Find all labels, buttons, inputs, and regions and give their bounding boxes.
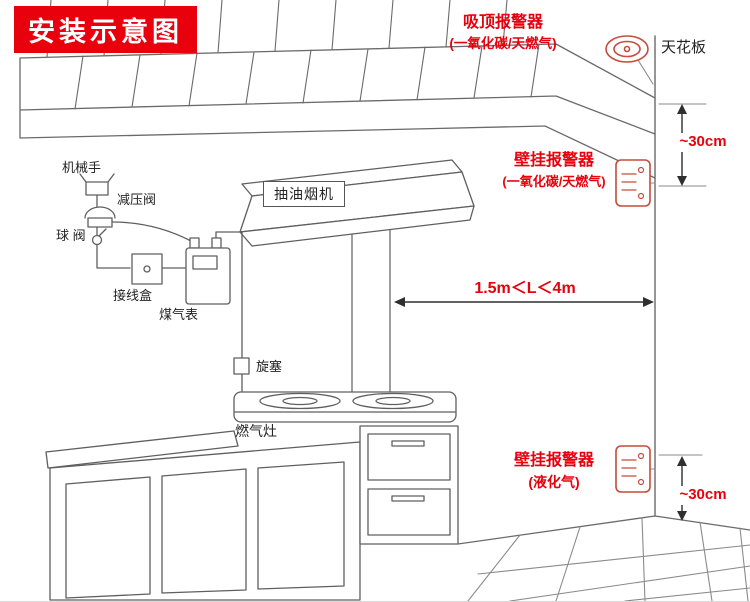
plug-valve-label: 旋塞 — [256, 359, 283, 374]
pressure-valve-drawing — [84, 206, 116, 228]
wall-alarm-top-sublabel: (一氧化碳/天燃气) — [502, 174, 606, 189]
dimension-arrow-top — [658, 103, 707, 187]
diagram-title: 安装示意图 — [14, 6, 197, 53]
junction-box-drawing — [131, 253, 163, 285]
ceiling-alarm-label: 吸顶报警器 — [462, 14, 543, 31]
gap-bottom-label: ~30cm — [672, 486, 734, 505]
gap-top-label: ~30cm — [672, 133, 734, 152]
ceiling-label: 天花板 — [661, 39, 707, 56]
manipulator-drawing — [79, 173, 115, 208]
range-hood-label: 抽油烟机 — [263, 181, 345, 207]
pipes — [96, 221, 243, 395]
stove-drawing — [233, 391, 457, 423]
wall-alarm-top-label: 壁挂报警器 — [513, 152, 594, 169]
floor-tiles — [457, 515, 750, 601]
ball-valve-drawing — [91, 228, 107, 246]
gas-stove-label: 燃气灶 — [235, 423, 277, 439]
ceiling-alarm-sublabel: (一氧化碳/天燃气) — [449, 36, 557, 51]
dimension-arrow-horizontal — [394, 297, 654, 307]
ball-valve-label: 球 阀 — [56, 228, 86, 243]
wall-alarm-bottom-sublabel: (液化气) — [528, 474, 580, 490]
cabinet-drawing — [45, 425, 459, 601]
range-hood-duct — [351, 227, 391, 395]
pressure-valve-label: 减压阀 — [117, 192, 157, 207]
manipulator-label: 机械手 — [62, 160, 102, 175]
junction-box-label: 接线盒 — [113, 288, 153, 303]
distance-range-label: 1.5m＜L＜4m — [474, 280, 576, 297]
wall-alarm-top-icon — [615, 159, 656, 207]
gas-meter-drawing — [185, 237, 231, 305]
ceiling-alarm-icon — [605, 35, 654, 85]
wall-alarm-bottom-label: 壁挂报警器 — [513, 452, 594, 469]
plug-valve-drawing — [233, 357, 250, 375]
wall-alarm-bottom-icon — [615, 445, 656, 493]
gas-meter-label: 煤气表 — [159, 307, 199, 322]
